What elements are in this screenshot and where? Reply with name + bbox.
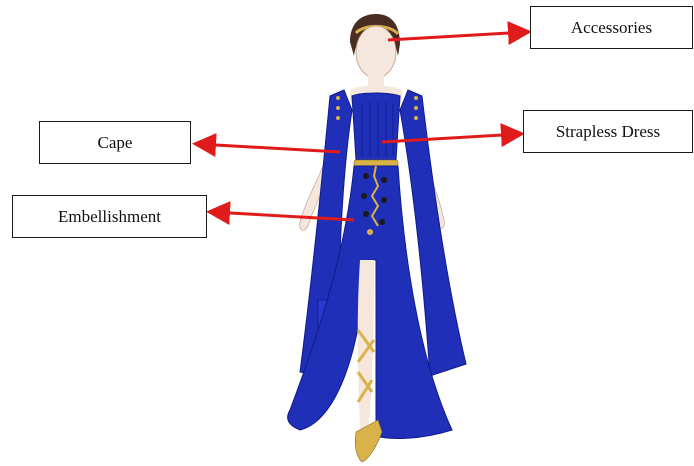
face — [355, 25, 397, 79]
gold-buttons — [336, 96, 418, 120]
label-strapless-dress-text: Strapless Dress — [555, 121, 661, 141]
arrow-accessories — [387, 21, 532, 46]
label-strapless-dress: Strapless Dress — [523, 110, 693, 153]
cape-right-panel — [399, 89, 467, 377]
arrow-embellishment — [206, 201, 355, 225]
label-accessories-text: Accessories — [570, 17, 653, 37]
sandal-straps — [356, 329, 376, 403]
arrow-cape — [192, 133, 341, 157]
bodice-pleats — [361, 102, 394, 156]
strapless-bodice — [351, 92, 401, 161]
hair — [350, 14, 400, 56]
shoe — [354, 419, 383, 463]
label-cape: Cape — [39, 121, 191, 164]
label-embellishment: Embellishment — [12, 195, 207, 238]
dress-skirt — [287, 165, 453, 439]
embellishment-chain — [361, 165, 387, 235]
label-embellishment-text: Embellishment — [58, 206, 161, 226]
arrow-strapless-dress — [381, 123, 525, 148]
label-accessories: Accessories — [530, 6, 693, 49]
gold-belt — [353, 159, 399, 167]
label-cape-text: Cape — [97, 132, 133, 152]
